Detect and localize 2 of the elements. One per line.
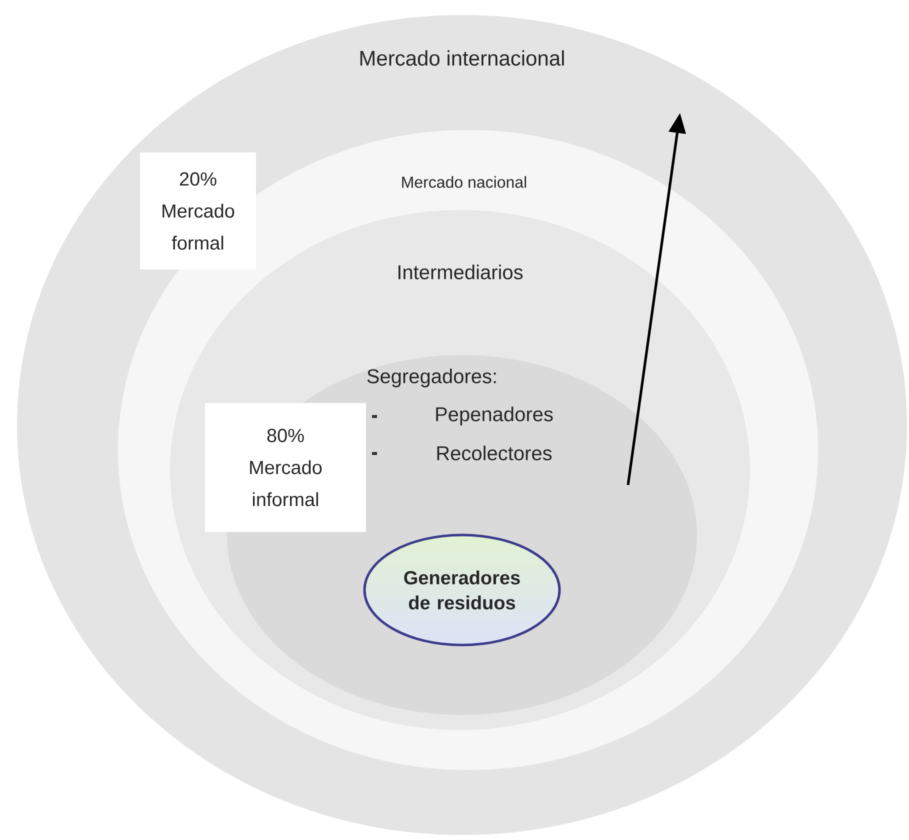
percentage-box: 20% Mercado formal: [140, 152, 256, 270]
percentage-box: 80% Mercado informal: [205, 403, 366, 532]
